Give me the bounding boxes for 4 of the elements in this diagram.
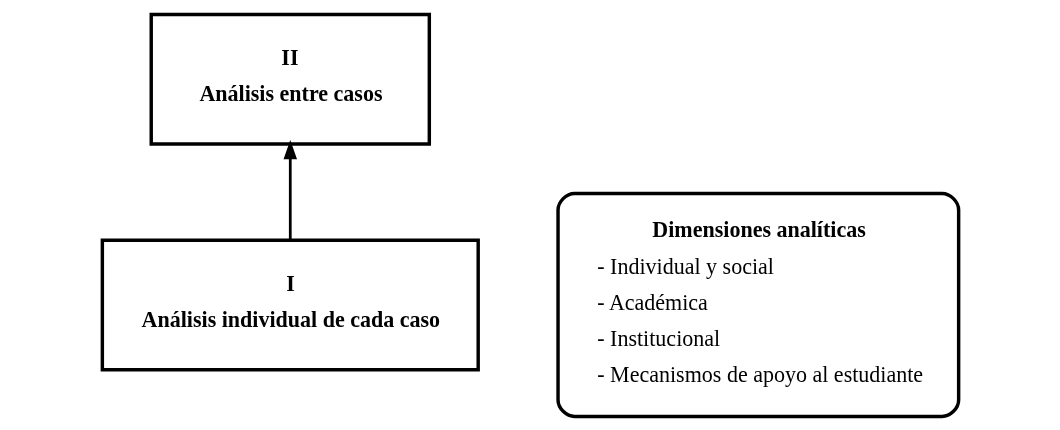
node-box: Dimensiones analíticas - Individual y social - Académica - Institucional - Mecanismos de apoyo al estudiante [555,191,960,418]
node-box: I Análisis individual de cada caso [100,238,480,371]
node-box: II Análisis entre casos [149,12,431,146]
arrow [283,139,297,240]
